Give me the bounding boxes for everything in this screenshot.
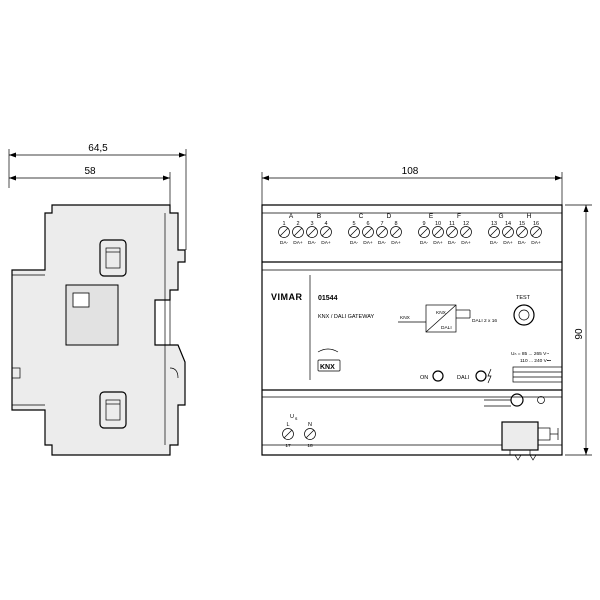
side-label-window [65,284,119,346]
terminal-number: 3 [310,221,313,227]
pin-label: DA+ [363,240,373,246]
terminal-l-label: L [286,422,289,428]
product-code: 01544 [318,295,338,302]
side-view: 64,5 58 [8,143,187,456]
terminal-number: 14 [505,221,511,227]
test-button-outer[interactable] [513,304,535,326]
knx-logo: KNX [317,348,341,372]
channel-a-label: A [289,213,294,220]
pin-label: DA- [518,240,527,246]
terminal-number: 16 [533,221,539,227]
product-name: KNX / DALI GATEWAY [318,314,374,320]
terminal-n-label: N [308,422,312,428]
dimension-side-body: 58 [9,166,171,205]
terminal-number: 10 [435,221,441,227]
test-button[interactable]: TEST [513,295,535,326]
channel-d-label: D [387,213,392,220]
pin-label: DA- [490,240,499,246]
pin-label: DA- [378,240,387,246]
terminal-number: 5 [352,221,355,227]
pin-label: DA+ [293,240,303,246]
dim-label-front-height: 90 [574,328,585,340]
pin-label: DA+ [321,240,331,246]
gateway-symbol: KNX KNX DALI DALI 2 x 16 [398,304,497,333]
knx-logo-text: KNX [320,364,335,371]
channel-e-label: E [429,213,434,220]
on-led-indicator [432,370,444,382]
pin-label: DA- [420,240,429,246]
channel-h-label: H [527,213,532,220]
front-view: 108 90 A B C D E F G H [261,166,592,461]
channel-c-label: C [359,213,364,220]
terminal-number: 2 [296,221,299,227]
din-clip [514,454,537,461]
dali-led-indicator [475,370,487,382]
lightning-icon [487,368,492,384]
dali-box-label: DALI [441,325,452,331]
power-terminals: U s L N 17 18 [282,414,316,449]
terminal-number: 8 [394,221,397,227]
pin-label: DA- [308,240,317,246]
dim-label-side-body: 58 [84,166,96,177]
power-u-label: U [290,414,294,420]
dali-led-label: DALI [457,375,470,381]
terminal-18-label: 18 [307,443,313,449]
on-led: ON [420,370,444,382]
side-upper-terminal [99,239,127,277]
pin-label: DA+ [461,240,471,246]
supply-spec-line1: Uₙ = 85 ... 265 V~ [511,351,549,357]
side-latch [169,367,179,379]
on-label: ON [420,375,428,381]
lower-dot [537,396,545,404]
terminal-number: 11 [449,221,455,227]
dim-label-side-total: 64,5 [88,143,108,154]
pin-label: DA+ [503,240,513,246]
supply-spec-line2: 110 ... 240 V⎓ [520,358,551,364]
dali-led: DALI [457,368,492,384]
dim-label-front-width: 108 [402,166,419,177]
terminal-number: 9 [422,221,425,227]
terminal-number: 13 [491,221,497,227]
channel-b-label: B [317,213,321,220]
test-label: TEST [516,295,531,301]
right-slot [512,366,563,383]
side-clip [11,367,21,379]
terminal-number: 1 [282,221,285,227]
pin-label: DA- [350,240,359,246]
terminal-number: 7 [380,221,383,227]
top-terminals: 1 2 3 4 5 6 7 8 9 10 11 12 13 14 15 16 [278,221,542,246]
knx-box-label: KNX [436,310,447,316]
pin-label: DA- [280,240,289,246]
pin-label: DA+ [391,240,401,246]
pin-label: DA- [448,240,457,246]
side-lower-terminal [99,391,127,429]
terminal-number: 15 [519,221,525,227]
pin-label: DA+ [531,240,541,246]
terminal-number: 6 [366,221,369,227]
terminal-screws [278,226,542,238]
pin-label: DA+ [433,240,443,246]
knx-bus-label: KNX [400,315,411,321]
knx-connector [501,421,559,455]
dimension-side-total: 64,5 [8,143,187,250]
dimension-front-height: 90 [565,204,592,456]
power-u-subscript: s [295,417,298,422]
channel-g-label: G [498,213,503,220]
terminal-17-label: 17 [285,443,291,449]
lower-knob [510,393,524,407]
channel-letters: A B C D E F G H [289,213,532,220]
brand-logo: VIMAR [271,292,303,302]
dimension-front-width: 108 [261,166,563,205]
channel-f-label: F [457,213,461,220]
terminal-number: 12 [463,221,469,227]
front-housing [261,204,563,456]
terminal-number: 4 [324,221,327,227]
dali-spec: DALI 2 x 16 [472,318,497,324]
test-button-inner[interactable] [518,309,530,321]
